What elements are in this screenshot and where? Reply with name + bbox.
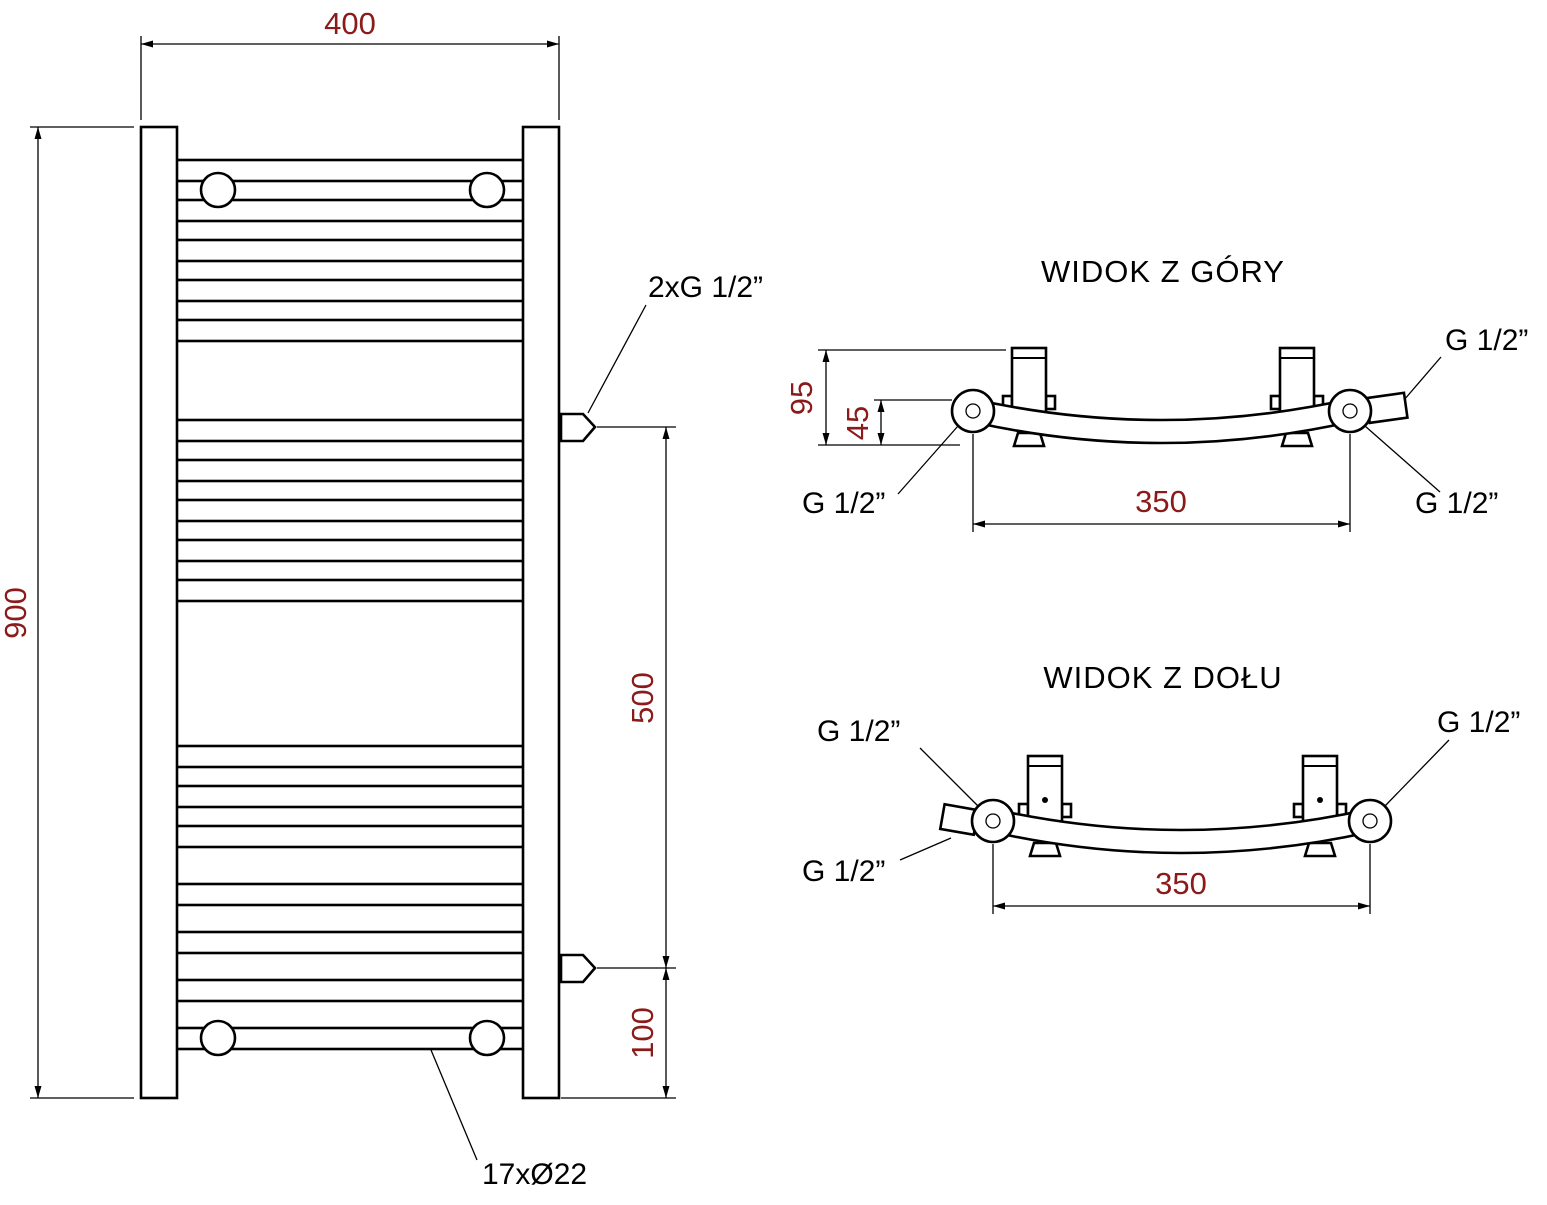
port-eyelet-hole: [1362, 813, 1378, 829]
g12-callout-right: G 1/2”: [1364, 425, 1498, 520]
leader-line: [1364, 425, 1441, 493]
port-eyelet: [970, 798, 1016, 844]
collector-pipe: [1301, 754, 1339, 826]
collector-pipe: [1026, 754, 1064, 826]
front-view: 400 900: [0, 6, 763, 1191]
dim-bottom-offset-value: 100: [625, 1007, 660, 1059]
g12-callout-side: G 1/2”: [802, 837, 952, 888]
dim-connection-spacing-bottom: 350: [992, 844, 1371, 914]
leader-line: [897, 425, 959, 495]
mounting-bracket: [468, 171, 506, 209]
port-eyelet-hole: [985, 813, 1001, 829]
rung: [173, 824, 527, 849]
right-collector: [521, 125, 561, 1100]
port-eyelet: [1327, 388, 1373, 434]
port-eyelet: [950, 388, 996, 434]
rungs-callout: 17xØ22: [430, 1049, 587, 1191]
g12-callout-side: G 1/2”: [1403, 324, 1528, 401]
leader-line: [430, 1049, 478, 1161]
port-eyelet: [1347, 798, 1393, 844]
leader-line: [919, 747, 979, 807]
port-eyelet-hole: [965, 403, 981, 419]
g12-callout-right: G 1/2”: [1384, 706, 1520, 807]
rung: [173, 278, 527, 303]
rung: [173, 498, 527, 523]
rung: [173, 784, 527, 809]
bottom-view-title: WIDOK Z DOŁU: [1043, 660, 1282, 695]
g12-right-label: G 1/2”: [1415, 487, 1498, 520]
bottom-view: WIDOK Z DOŁU 350: [802, 660, 1520, 914]
ports-callout: 2xG 1/2”: [587, 271, 763, 414]
rung: [173, 930, 527, 955]
mounting-bracket: [199, 1019, 237, 1057]
dim-port-spacing-value: 500: [625, 672, 660, 724]
rung-group: [173, 158, 527, 1051]
rung: [173, 744, 527, 769]
dim-connection-spacing-top: 350: [972, 434, 1351, 532]
pipe-center-mark: [1042, 797, 1048, 803]
bracket-foot: [1280, 431, 1314, 448]
dim-bottom-offset: 100: [561, 968, 676, 1099]
rung: [173, 238, 527, 263]
dim-350-bottom-value: 350: [1155, 866, 1207, 901]
pipe-base-tab: [1269, 394, 1282, 411]
dim-width: 400: [140, 6, 560, 120]
g12-left-label: G 1/2”: [802, 487, 885, 520]
g12-side-label: G 1/2”: [1445, 324, 1528, 357]
dim-width-value: 400: [324, 6, 376, 41]
top-view-title: WIDOK Z GÓRY: [1041, 254, 1285, 289]
rung: [173, 978, 527, 1003]
pipe-base-tab: [1292, 802, 1305, 819]
left-collector: [139, 125, 179, 1100]
port-fitting-top: [559, 412, 597, 443]
g12-side-label: G 1/2”: [802, 855, 885, 888]
dim-350-top-value: 350: [1135, 484, 1187, 519]
dim-height-value: 900: [0, 587, 33, 639]
rung: [173, 318, 527, 343]
dim-port-spacing: 500: [597, 426, 676, 969]
pipe-base-tab: [1044, 394, 1057, 411]
bracket-foot: [1303, 841, 1337, 858]
g12-callout-left: G 1/2”: [802, 425, 959, 520]
dim-depth-overall: 95: [784, 349, 1006, 446]
rung: [173, 458, 527, 483]
rung: [173, 578, 527, 603]
leader-line: [899, 837, 952, 861]
rung: [173, 538, 527, 563]
dim-depth-axis: 45: [840, 399, 952, 445]
leader-line: [1384, 739, 1450, 807]
pipe-base-tab: [1060, 802, 1073, 819]
mounting-bracket: [199, 171, 237, 209]
g12-left-label: G 1/2”: [817, 715, 900, 748]
g12-right-label: G 1/2”: [1437, 706, 1520, 739]
port-eyelet-hole: [1342, 403, 1358, 419]
ports-label: 2xG 1/2”: [648, 271, 763, 304]
rung: [173, 882, 527, 907]
top-view: WIDOK Z GÓRY 95 45: [784, 254, 1528, 532]
rungs-label: 17xØ22: [482, 1158, 587, 1191]
mounting-bracket: [468, 1019, 506, 1057]
g12-callout-left: G 1/2”: [817, 715, 979, 807]
dim-45-value: 45: [840, 406, 875, 440]
rung: [173, 418, 527, 443]
leader-line: [587, 304, 647, 414]
pipe-center-mark: [1317, 797, 1323, 803]
port-fitting-bottom: [559, 953, 597, 984]
dim-95-value: 95: [784, 381, 819, 415]
side-port-stub: [1364, 391, 1409, 425]
leader-line: [1403, 356, 1442, 401]
dim-height: 900: [0, 126, 134, 1099]
